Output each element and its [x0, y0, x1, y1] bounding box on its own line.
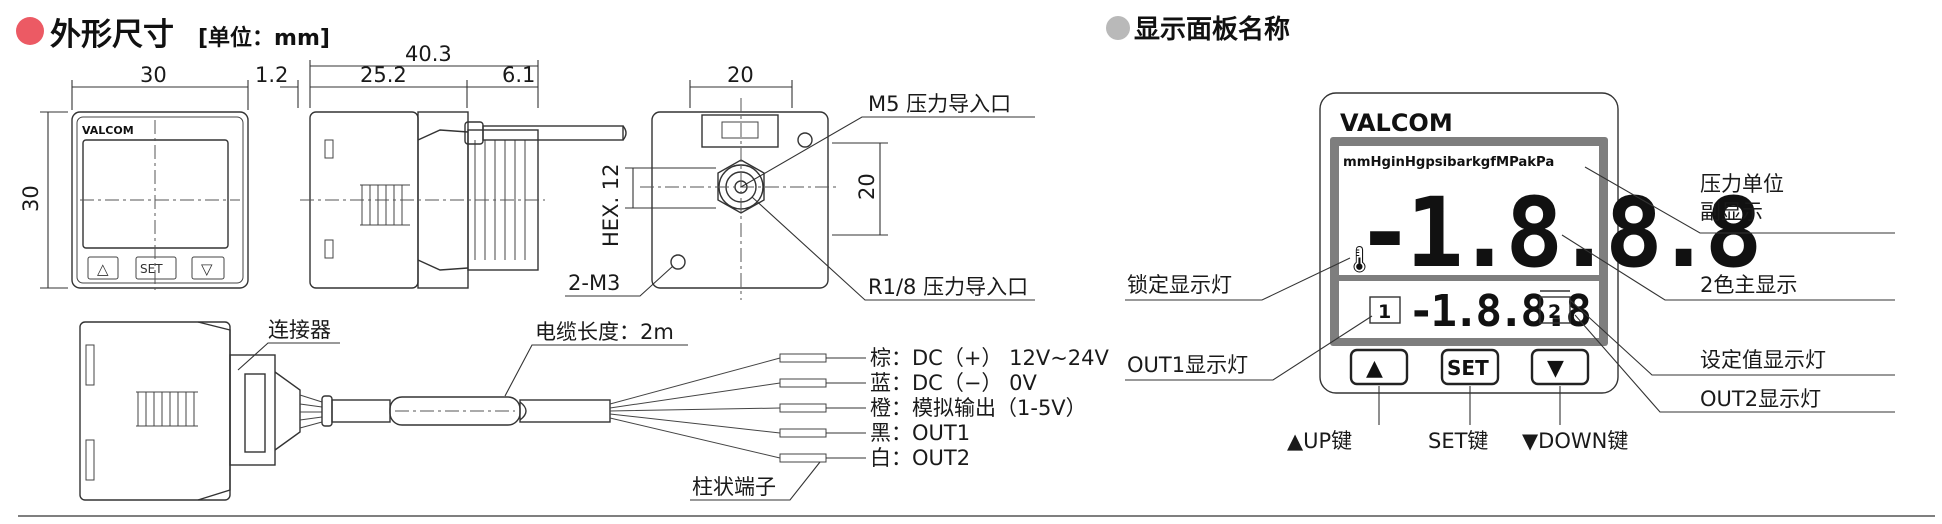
panel-callouts: 压力单位 副显示 2色主显示 锁定显示灯 设定值显示灯 OUT2显示灯 OUT1… — [1125, 166, 1895, 453]
callout-down-key: ▼DOWN键 — [1522, 429, 1628, 453]
dim-side-body: 25.2 — [360, 63, 407, 87]
set-button-label: SET — [1447, 356, 1489, 380]
lock-lamp-icon: 🌡 — [1343, 245, 1376, 275]
panel-title: 显示面板名称 — [1134, 14, 1290, 45]
up-button[interactable] — [1349, 348, 1409, 386]
callout-out1-lamp: OUT1显示灯 — [1127, 353, 1248, 377]
callout-out2-lamp: OUT2显示灯 — [1700, 387, 1821, 411]
lcd-main-digits: -1.8.8.8 — [1356, 177, 1757, 289]
panel-device: VALCOM mmHginHgpsibarkgfMPakPa -1.8.8.8 … — [1319, 92, 1765, 394]
front-up-icon: △ — [97, 260, 109, 278]
dim-front-width: 30 — [140, 63, 167, 87]
dim-side-gap: 1.2 — [255, 63, 288, 87]
callout-pressure-unit-1: 压力单位 — [1700, 172, 1784, 196]
front-set-label: SET — [140, 262, 163, 276]
outline-header-dot — [16, 17, 44, 45]
panel-header-dot — [1106, 16, 1130, 40]
callout-up-key: ▲UP键 — [1287, 429, 1352, 453]
label-cable-length: 电缆长度：2m — [535, 320, 674, 344]
cable-view: 棕：DC（+） 12V~24V 蓝：DC（−） 0V 橙：模拟输出（1-5V） … — [79, 318, 1110, 501]
lcd-sub-digits: -1.8.8.8 — [1408, 286, 1589, 337]
rear-view: 20 20 HEX. 12 M5 压力导入口 R1/8 压力导入口 2-M3 — [565, 63, 1035, 301]
front-brand: VALCOM — [82, 124, 134, 137]
set-button[interactable] — [1440, 348, 1500, 386]
label-m5-port: M5 压力导入口 — [868, 92, 1011, 116]
wire-white: 白：OUT2 — [870, 446, 970, 470]
up-arrow-icon: ▲ — [1366, 356, 1383, 381]
lcd-screen — [1339, 146, 1599, 275]
wire-blue: 蓝：DC（−） 0V — [870, 371, 1037, 395]
wire-brown: 棕：DC（+） 12V~24V — [870, 346, 1110, 370]
dim-hex: HEX. 12 — [599, 163, 623, 247]
callout-set-key: SET键 — [1428, 429, 1488, 453]
down-button[interactable] — [1530, 348, 1590, 386]
dim-rear-width: 20 — [727, 63, 754, 87]
label-terminal: 柱状端子 — [692, 475, 776, 499]
device-brand: VALCOM — [1340, 109, 1453, 137]
lcd-unit-strip: mmHginHgpsibarkgfMPakPa — [1343, 155, 1554, 170]
label-screws: 2-M3 — [568, 271, 620, 295]
wire-orange: 橙：模拟输出（1-5V） — [870, 396, 1087, 420]
callout-lock-lamp: 锁定显示灯 — [1127, 273, 1232, 297]
callout-setpoint-lamp: 设定值显示灯 — [1700, 348, 1826, 372]
dim-side-total: 40.3 — [405, 42, 452, 66]
dim-front-height: 30 — [19, 185, 43, 212]
callout-main-display: 2色主显示 — [1700, 273, 1797, 297]
label-connector: 连接器 — [268, 318, 331, 342]
side-view: 40.3 1.2 25.2 6.1 — [255, 42, 627, 289]
front-down-icon: ▽ — [201, 260, 213, 278]
front-view: VALCOM △ SET ▽ 30 30 — [19, 63, 249, 290]
outline-title: 外形尺寸 — [50, 17, 174, 53]
label-r18-port: R1/8 压力导入口 — [868, 275, 1028, 299]
dim-rear-height: 20 — [855, 173, 879, 200]
out2-box-label: 2 — [1548, 301, 1561, 323]
out1-box-label: 1 — [1378, 301, 1391, 323]
callout-pressure-unit-2: 副显示 — [1700, 200, 1763, 224]
outline-unit: [单位：mm] — [198, 25, 330, 51]
down-arrow-icon: ▼ — [1547, 356, 1564, 381]
wire-black: 黑：OUT1 — [870, 421, 970, 445]
dim-side-port: 6.1 — [502, 63, 535, 87]
